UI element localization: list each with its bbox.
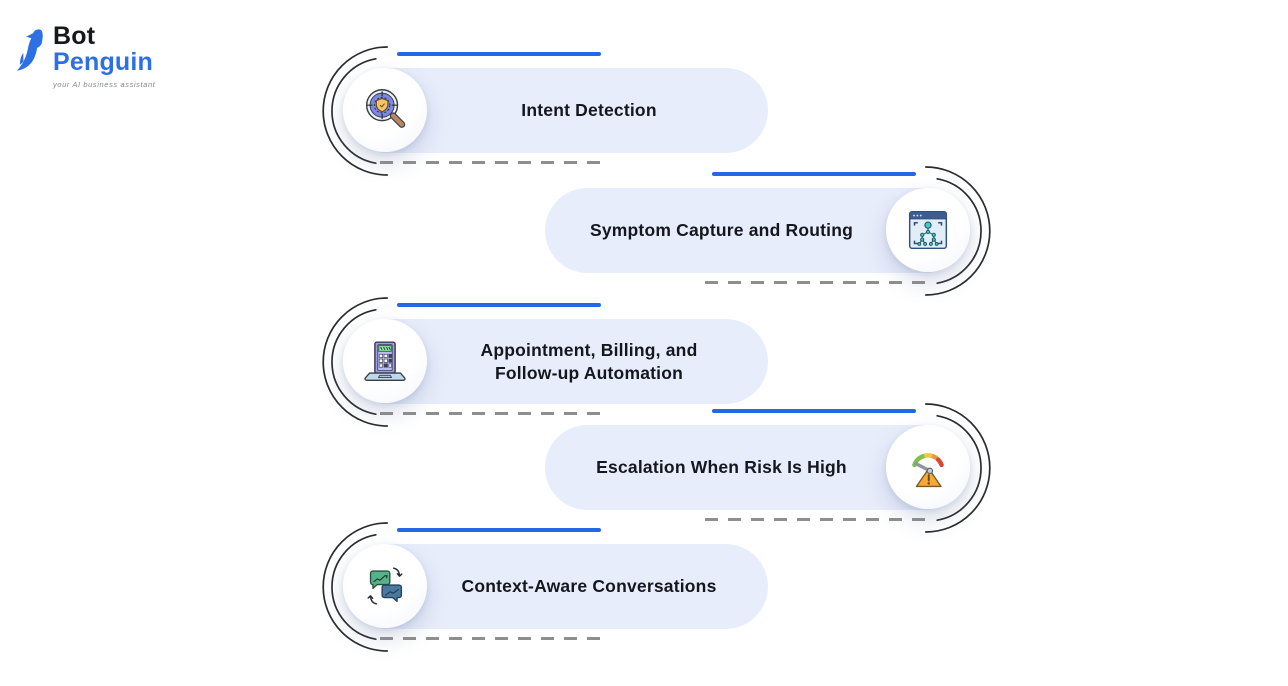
accent-line: [397, 52, 601, 56]
step-label: Symptom Capture and Routing: [589, 220, 854, 240]
decorative-arcs: [322, 522, 389, 652]
accent-line: [397, 528, 601, 532]
flow-step-context-conversations: Context-Aware Conversations: [0, 522, 1288, 652]
step-label: Intent Detection: [521, 100, 657, 120]
dashed-line: [380, 637, 608, 640]
botpenguin-logo: Bot Penguin your AI business assistant: [12, 24, 155, 89]
dashed-line: [380, 412, 608, 415]
step-icon-badge: [886, 188, 970, 272]
decorative-arcs: [322, 46, 389, 176]
symptom-routing-icon: [908, 210, 948, 250]
step-icon-badge: [886, 425, 970, 509]
logo-text-bot: Bot: [53, 22, 96, 50]
intent-detection-icon: [365, 89, 406, 128]
flow-step-symptom-routing: Symptom Capture and Routing: [0, 166, 1288, 296]
logo-tagline: your AI business assistant: [53, 80, 156, 89]
step-icon-badge: [343, 544, 427, 628]
dashed-line: [705, 281, 933, 284]
step-label: Context-Aware Conversations: [461, 576, 717, 596]
logo-text-penguin: Penguin: [53, 48, 154, 76]
dashed-line: [380, 161, 608, 164]
flow-step-risk-escalation: Escalation When Risk Is High: [0, 403, 1288, 533]
dashed-line: [705, 518, 933, 521]
decorative-arcs: [924, 403, 991, 533]
accent-line: [712, 409, 916, 413]
penguin-icon: [16, 29, 43, 71]
flow-step-intent-detection: Intent Detection: [0, 46, 1288, 176]
step-label: Appointment, Billing, and Follow-up Auto…: [480, 339, 698, 383]
decorative-arcs: [924, 166, 991, 296]
decorative-arcs: [322, 297, 389, 427]
appointment-billing-icon: [364, 341, 406, 381]
flow-step-appointment-billing: Appointment, Billing, and Follow-up Auto…: [0, 297, 1288, 427]
step-icon-badge: [343, 68, 427, 152]
context-conversations-icon: [367, 567, 403, 605]
accent-line: [397, 303, 601, 307]
step-icon-badge: [343, 319, 427, 403]
risk-escalation-icon: [912, 453, 944, 488]
step-label: Escalation When Risk Is High: [596, 457, 847, 477]
accent-line: [712, 172, 916, 176]
